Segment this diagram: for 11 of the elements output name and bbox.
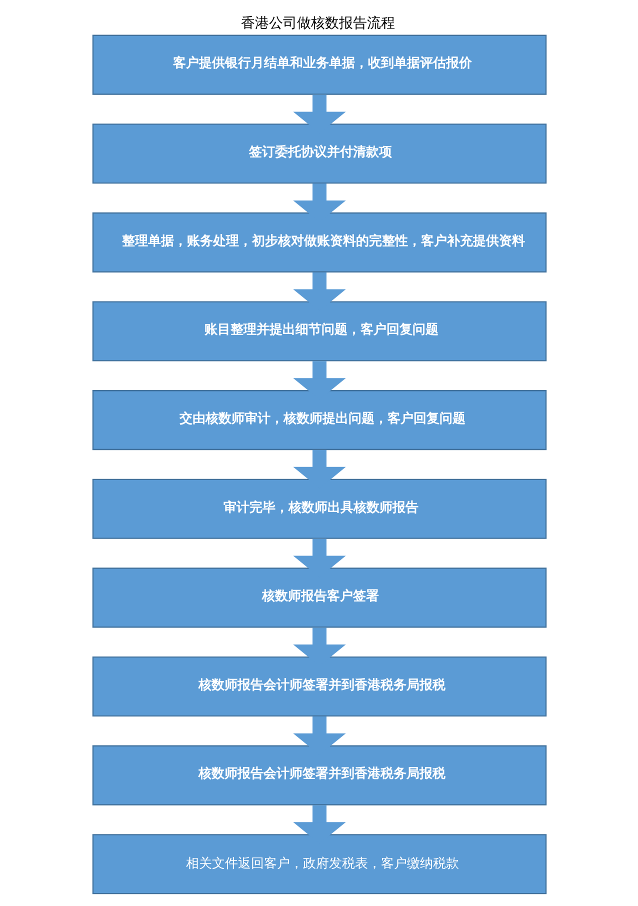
diagram-title: 香港公司做核数报告流程 [240,16,395,32]
node-box: 账目整理并提出细节问题，客户回复问题 [92,301,546,362]
node-box: 审计完毕，核数师出具核数师报告 [92,478,546,539]
node-box: 整理单据，账务处理，初步核对做账资料的完整性，客户补充提供资料 [92,212,546,272]
node-box: 签订委托协议并付清款项 [92,124,546,184]
node-box: 客户提供银行月结单和业务单据，收到单据评估报价 [92,34,546,95]
node-box: 核数师报告会计师签署并到香港税务局报税 [92,745,546,806]
node-box: 核数师报告会计师签署并到香港税务局报税 [92,656,546,717]
node-box: 相关文件返回客户，政府发税表，客户缴纳税款 [92,834,546,894]
node-box: 交由核数师审计，核数师提出问题，客户回复问题 [92,390,546,450]
node-box: 核数师报告客户签署 [92,568,546,628]
